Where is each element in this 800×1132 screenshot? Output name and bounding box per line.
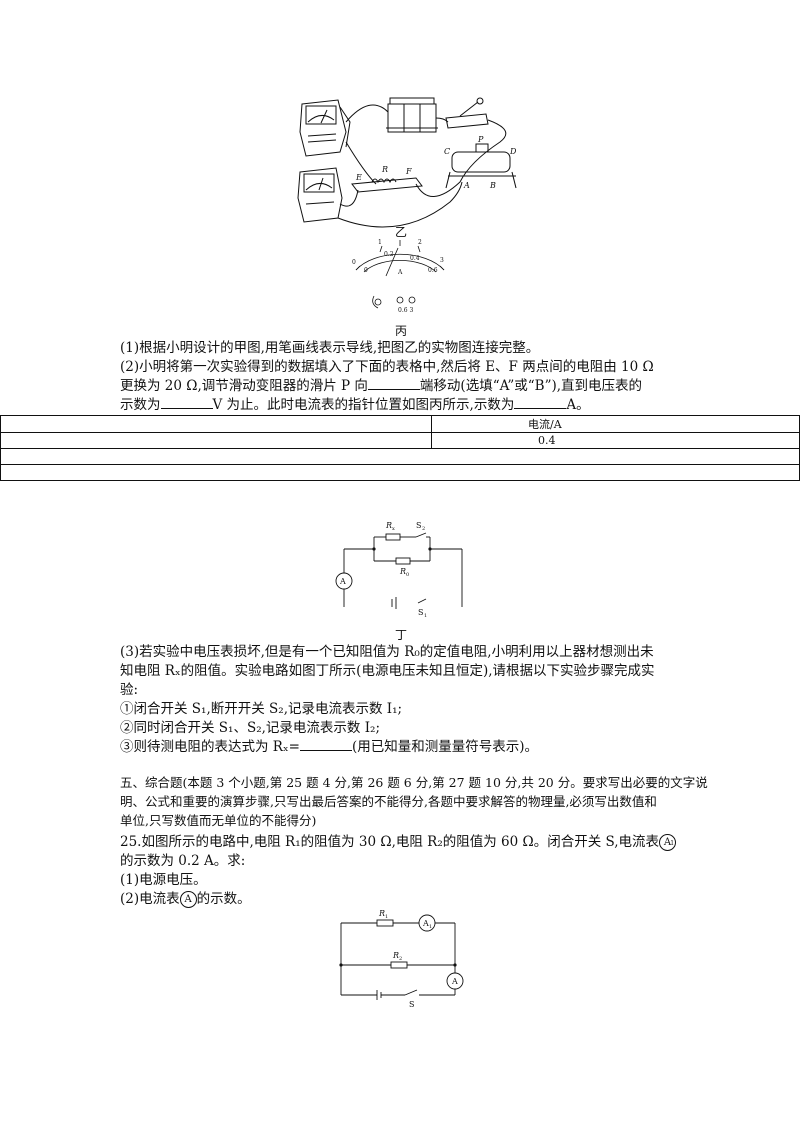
section-5-line-3: 单位,只写数值而无单位的不能得分)	[120, 813, 317, 828]
ding-s2-sub: 2	[422, 526, 425, 532]
question-2-line-2: 更换为 20 Ω,调节滑动变阻器的滑片 P 向 端移动(选填“A”或“B”),直到…	[120, 377, 642, 395]
ding-rx-sub: x	[392, 526, 395, 532]
dial-terminals: 0.6 3	[398, 307, 413, 314]
fig25-r2-label: R	[392, 951, 399, 960]
question-25-line-2: 的示数为 0.2 A。求:	[120, 853, 246, 869]
fig25-r1-label: R	[378, 909, 385, 918]
question-2-line-3: 示数为 V 为止。此时电流表的指针位置如图丙所示,示数为 A。	[120, 396, 590, 414]
label-p: P	[477, 135, 484, 144]
answer-blank-voltage[interactable]	[160, 396, 213, 409]
dial-tick-0: 0	[364, 267, 368, 274]
question-2-line-1: (2)小明将第一次实验得到的数据填入了下面的表格中,然后将 E、F 两点间的电阻…	[120, 359, 654, 375]
label-a: A	[463, 181, 470, 190]
ammeter-dial-figure-bing: 1 2 3 0 0 0.2 0.4 0.6 A 0.6 3	[352, 239, 445, 314]
ding-s2-label: S	[416, 521, 421, 530]
question-2-line-3-b: V 为止。此时电流表的指针位置如图丙所示,示数为	[212, 397, 515, 413]
table-cell	[0, 448, 800, 465]
dial-tick-0.2: 0.2	[384, 251, 394, 258]
figure-bing-caption: 丙	[395, 324, 408, 338]
table-cell	[0, 464, 800, 481]
question-3-line-3: 验:	[120, 682, 139, 698]
question-3-line-2: 知电阻 Rₓ的阻值。实验电路如图丁所示(电源电压未知且恒定),请根据以下实验步骤…	[120, 663, 655, 679]
ding-ammeter-label: A	[339, 577, 346, 586]
question-25-sub-1: (1)电源电压。	[120, 872, 207, 888]
circuit-figure-25: R 1 R 2 A 1 A S	[339, 909, 464, 1009]
ammeter-a1-sub: 1	[670, 840, 675, 847]
question-2-line-3-c: A。	[566, 397, 590, 413]
fig25-r1-sub: 1	[385, 914, 388, 920]
data-table: 电流/A 0.4	[0, 415, 800, 481]
ammeter-a1-letter: A	[663, 837, 672, 848]
question-2-line-2-a: 更换为 20 Ω,调节滑动变阻器的滑片 P 向	[120, 378, 368, 394]
ding-r0-label: R	[399, 567, 406, 576]
ding-s1-sub: 1	[424, 613, 427, 619]
question-3-line-1: (3)若实验中电压表损坏,但是有一个已知阻值为 R₀的定值电阻,小明利用以上器材…	[120, 644, 654, 660]
question-25-sub-2-a: (2)电流表	[120, 891, 180, 907]
question-1: (1)根据小明设计的甲图,用笔画线表示导线,把图乙的实物图连接完整。	[120, 340, 540, 356]
ding-rx-label: R	[385, 521, 392, 530]
question-3-step-1: ①闭合开关 S₁,断开开关 S₂,记录电流表示数 I₁;	[120, 701, 403, 717]
question-25-sub-2-b: 的示数。	[196, 891, 251, 907]
label-f: F	[405, 167, 412, 176]
table-row	[0, 448, 800, 465]
ding-r0-sub: 0	[406, 572, 409, 578]
label-e: E	[355, 173, 362, 182]
label-b: B	[489, 181, 496, 190]
dial-tick-1: 1	[378, 239, 382, 246]
ammeter-a-letter: A	[184, 894, 192, 905]
ding-s1-label: S	[418, 608, 423, 617]
question-3-step-3-b: (用已知量和测量量符号表示)。	[352, 739, 539, 755]
figure-yi-caption: 乙	[395, 225, 408, 239]
answer-blank-rx-expression[interactable]	[300, 738, 352, 751]
dial-tick-2: 2	[418, 239, 422, 246]
table-cell	[0, 415, 432, 433]
table-cell	[0, 432, 432, 449]
dial-tick-0.6: 0.6	[428, 267, 438, 274]
section-5-line-2: 明、公式和重要的演算步骤,只写出最后答案的不能得分,各题中要求解答的物理量,必须…	[120, 794, 657, 809]
apparatus-figure-yi: R E F P C D A B	[297, 97, 517, 228]
question-25-line-1-text: 25.如图所示的电路中,电阻 R₁的阻值为 30 Ω,电阻 R₂的阻值为 60 …	[120, 834, 660, 850]
question-2-line-3-a: 示数为	[120, 397, 161, 413]
fig25-a1-sub: 1	[429, 924, 432, 930]
fig25-a-label: A	[451, 977, 458, 986]
table-header-current: 电流/A	[431, 415, 800, 433]
question-25-sub-2: (2)电流表 A 的示数。	[120, 890, 251, 908]
question-3-step-3-a: ③则待测电阻的表达式为 Rₓ=	[120, 739, 300, 755]
question-3-step-2: ②同时闭合开关 S₁、S₂,记录电流表示数 I₂;	[120, 720, 380, 736]
label-r: R	[381, 165, 388, 174]
dial-unit: A	[397, 269, 403, 276]
question-2-line-2-b: 端移动(选填“A”或“B”),直到电压表的	[419, 378, 643, 394]
answer-blank-current[interactable]	[514, 396, 567, 409]
fig25-s-label: S	[409, 1000, 414, 1009]
table-row: 电流/A	[0, 415, 800, 433]
fig25-a1-label: A	[422, 919, 429, 928]
figure-ding-caption: 丁	[395, 628, 408, 642]
circuit-figure-ding: A R x S 2 R 0 S 1	[335, 521, 463, 619]
label-d: D	[509, 147, 517, 156]
question-25-line-1: 25.如图所示的电路中,电阻 R₁的阻值为 30 Ω,电阻 R₂的阻值为 60 …	[120, 833, 677, 851]
section-5-line-1: 五、综合题(本题 3 个小题,第 25 题 4 分,第 26 题 6 分,第 2…	[120, 775, 708, 790]
label-c: C	[444, 147, 450, 156]
fig25-r2-sub: 2	[399, 956, 402, 962]
question-3-step-3: ③则待测电阻的表达式为 Rₓ= (用已知量和测量量符号表示)。	[120, 738, 538, 756]
dial-tick-3: 3	[440, 257, 444, 264]
dial-tick-0.4: 0.4	[410, 255, 420, 262]
table-row: 0.4	[0, 432, 800, 449]
table-cell-current-1: 0.4	[431, 432, 800, 449]
answer-blank-direction[interactable]	[367, 377, 420, 390]
ammeter-a-symbol: A	[179, 891, 197, 908]
table-row	[0, 464, 800, 481]
dial-tick-0-top: 0	[352, 259, 356, 266]
